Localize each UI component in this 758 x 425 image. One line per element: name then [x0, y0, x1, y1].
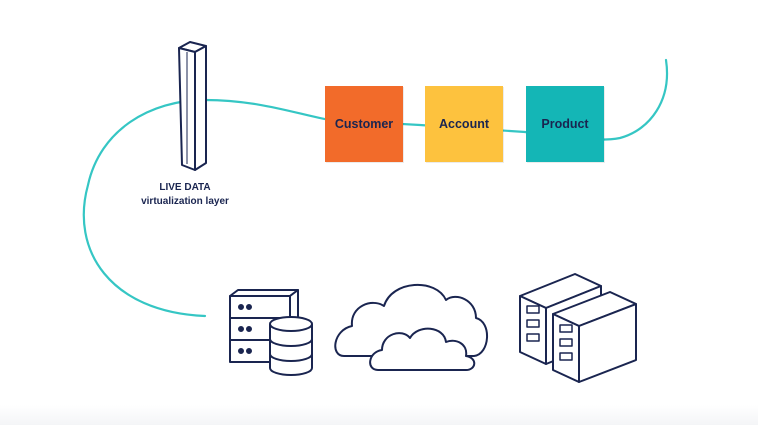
customer-box-label: Customer [334, 117, 394, 131]
server-rack-icon [519, 273, 637, 383]
connector-curve [82, 58, 669, 318]
account-box: Account [425, 86, 503, 162]
cloud-icon [334, 284, 489, 371]
bottom-fade [0, 405, 758, 425]
virtualization-layer-pillar-icon [178, 41, 207, 171]
product-box: Product [526, 86, 604, 162]
product-box-label: Product [541, 117, 589, 131]
layer-caption-subtitle: virtualization layer [141, 196, 229, 207]
account-box-label: Account [439, 117, 489, 131]
layer-caption-title: LIVE DATA [159, 182, 211, 193]
database-server-icon [229, 289, 313, 376]
customer-box: Customer [325, 86, 403, 162]
